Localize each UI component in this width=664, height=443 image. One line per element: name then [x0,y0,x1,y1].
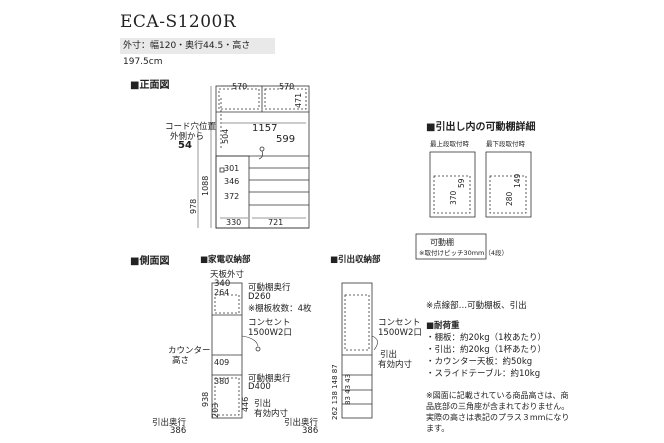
shelf-depth-2-label: 可動棚奥行 [248,374,291,384]
side-appliance-labels: 264 409 380 203 938 446 [201,288,250,418]
dim-978: 978 [189,199,198,214]
side-drawer-labels: 262 138 148 87 83 43 43 [331,364,352,420]
load-item-1: ・引出：約20kg（1杯あたり） [426,345,547,355]
dim-380: 380 [214,377,229,386]
drawer-depth-value: 386 [170,426,187,436]
bottom-mount-label: 最下段取付時 [486,139,526,148]
spec-bar: 外寸：幅120・奥行44.5・高さ197.5cm [120,38,275,67]
dim-409: 409 [214,358,229,367]
dotted-note: ※点線部…可動棚板、引出 [426,301,527,311]
side-view-heading: ■側面図 [130,256,170,267]
movable-shelf-box [415,233,487,260]
dim-1088: 1088 [201,176,210,196]
drawer-inner-label-2: 有効内寸 [254,409,289,419]
dim-264: 264 [214,288,229,297]
dim-504: 504 [221,129,230,144]
drawer-detail-drawing [415,151,532,260]
front-view-heading: ■正面図 [130,80,170,91]
right-drawer-depth-label: 引出奥行 [284,418,319,428]
dim-301: 301 [224,164,239,173]
drawer-top-outline [429,151,476,218]
model-title: ECA-S1200R [120,12,237,32]
dim-1157: 1157 [252,123,277,134]
dim-59: 59 [457,178,466,188]
cord-note-2: 外側から [170,132,205,142]
dim-370: 370 [449,190,458,205]
dim-721: 721 [268,218,283,227]
appliance-section-title: ■家電収納部 [200,255,251,265]
load-title: ■耐荷重 [426,321,460,331]
front-view-drawing [215,85,310,229]
drawer-inner-label: 引出 [254,399,272,409]
drawer-depth-label: 引出奥行 [152,418,187,428]
top-mount-label: 最上段取付時 [430,139,470,148]
outlet-spec: 1500W2口 [248,328,292,338]
drawer-bottom-outline [485,151,532,218]
dim-280: 280 [505,191,514,206]
dim-446: 446 [241,397,250,412]
drawer-detail-heading: ■引出し内の可動棚詳細 [426,122,536,133]
cord-note-1: コード穴位置 [165,122,217,132]
load-item-0: ・棚板：約20kg（1枚あたり） [426,333,547,343]
cord-value: 54 [178,140,192,151]
shelf-count: ※棚板枚数：4枚 [248,304,312,314]
dim-570-right: 570 [279,82,294,91]
dim-346: 346 [224,177,239,186]
drawer-section-title: ■引出収納部 [330,255,381,265]
outlet-mark [219,167,225,173]
cord-hole [259,146,265,152]
right-drawer-depth-value: 386 [302,426,319,436]
shelf-depth-1-value: D260 [248,292,271,302]
dim-330: 330 [226,218,241,227]
load-item-3: ・スライドテーブル：約10kg [426,369,541,379]
front-view-dimension-lines [197,85,306,228]
movable-shelf-title: 可動棚 [430,237,454,247]
right-drawer-label-2: 有効内寸 [378,360,413,370]
right-outlet-label: コンセント [378,318,421,328]
dim-149: 149 [513,173,522,188]
shelf-depth-2-value: D400 [248,382,271,392]
appliance-cabinet-outline [211,282,243,419]
right-drawer-label: 引出 [380,350,398,360]
side-drawer-drawing [341,282,378,419]
front-view-dimension-labels: 570 570 471 504 1157 599 301 346 372 108… [189,82,303,227]
dim-203: 203 [211,403,220,418]
dim-599: 599 [276,134,295,145]
counter-label: カウンター [168,346,211,356]
dim-570-left: 570 [232,82,247,91]
side-appliance-drawing [211,282,261,419]
drawer-detail-labels: 最上段取付時 最下段取付時 370 59 280 149 可動棚 ※取付けピッチ… [419,139,526,257]
footnote: ※図面に記載されている商品高さは、商品底部の三角座が含まれておりません。実際の高… [426,391,570,433]
outlet-label: コンセント [248,318,291,328]
right-inner-dims: 83 43 43 [344,374,352,405]
right-outlet-spec: 1500W2口 [378,328,422,338]
dim-938: 938 [201,392,210,407]
load-item-2: ・カウンター天板：約50kg [426,357,533,367]
top-depth-label: 天板外寸 [210,270,245,280]
shelf-depth-1-label: 可動棚奥行 [248,283,291,293]
dim-372: 372 [224,192,239,201]
drawer-cabinet-outline [341,282,373,419]
counter-label-2: 高さ [172,356,190,366]
movable-shelf-note: ※取付けピッチ30mm（4段） [419,248,508,257]
right-dims: 262 138 148 87 [331,364,339,420]
dim-471: 471 [294,93,303,108]
dim-340: 340 [214,279,231,289]
